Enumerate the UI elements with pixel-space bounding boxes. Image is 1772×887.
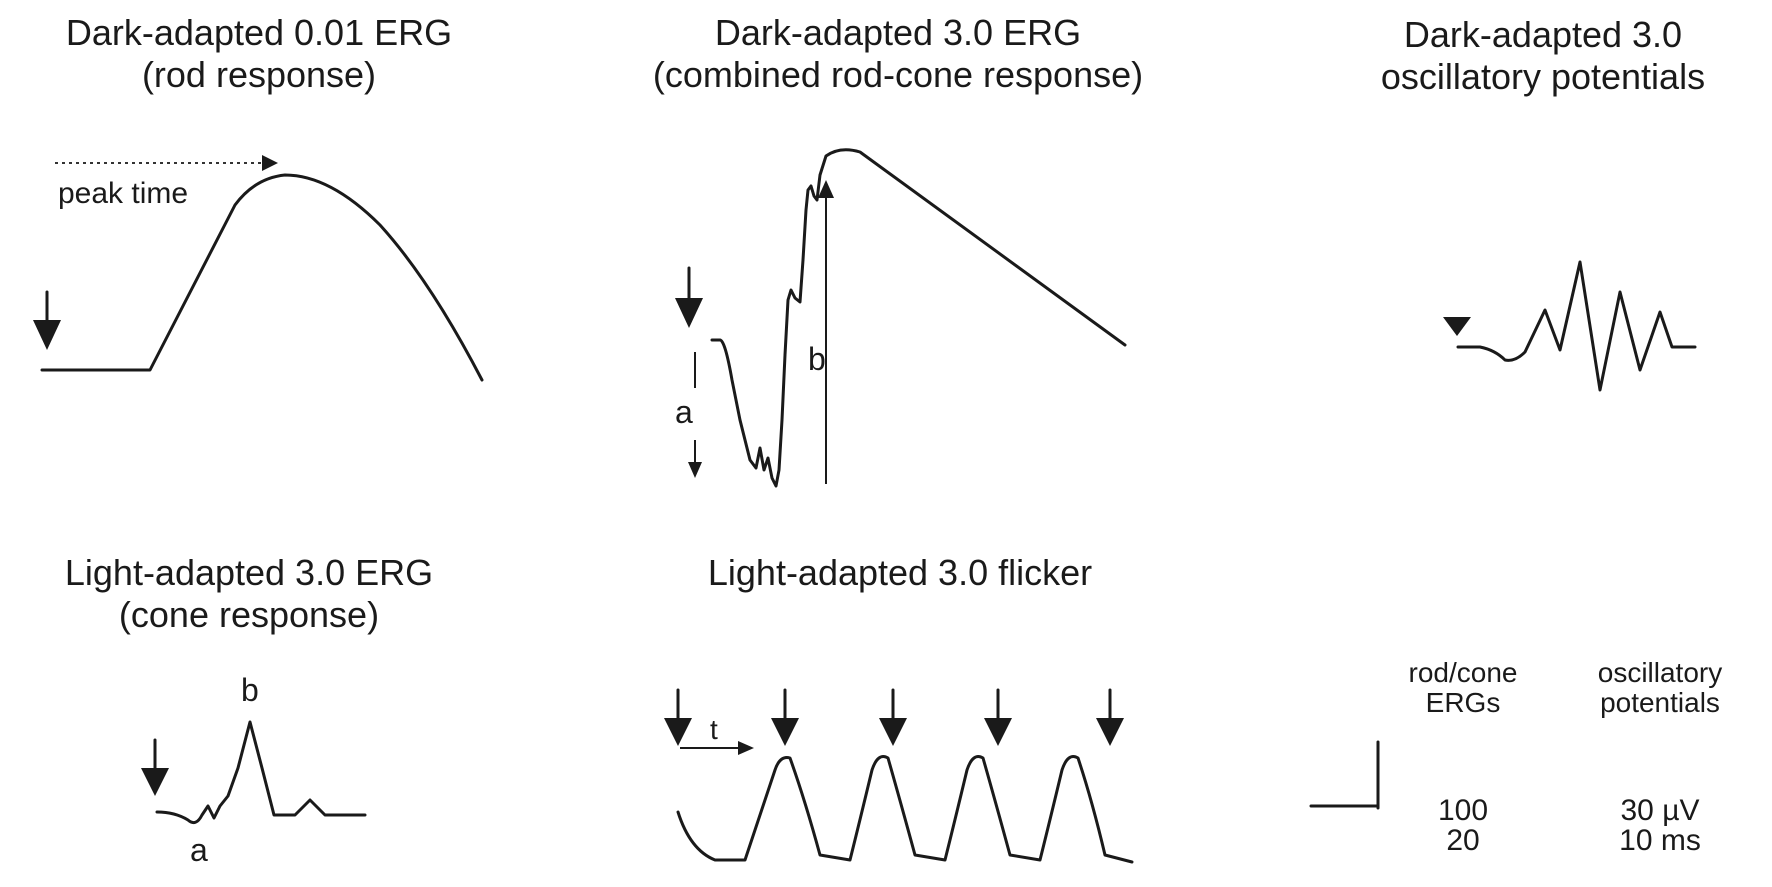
combined-title-line1: Dark-adapted 3.0 ERG	[714, 12, 1082, 53]
combined-title-line2: (combined rod-cone response)	[652, 54, 1144, 95]
stimulus-arrow-icon	[33, 290, 61, 350]
stimulus-arrow-icon	[1096, 688, 1124, 746]
stimulus-arrow-icon	[664, 688, 692, 746]
scale-col2-amplitude: 30 µV	[1620, 794, 1700, 827]
flicker-trace	[676, 755, 1134, 864]
scale-col2-header-line2: potentials	[1600, 687, 1720, 718]
stimulus-marker-icon	[1443, 317, 1471, 336]
scale-col1-amplitude: 100	[1437, 794, 1489, 827]
peak-time-arrow-icon	[55, 155, 278, 171]
cone-title: Light-adapted 3.0 ERG (cone response)	[4, 552, 494, 636]
flicker-title: Light-adapted 3.0 flicker	[707, 552, 1093, 593]
cone-response-panel	[141, 720, 367, 825]
stimulus-arrow-icon	[141, 738, 169, 796]
flicker-panel	[664, 688, 1134, 864]
ops-title-line2: oscillatory potentials	[1380, 56, 1706, 97]
rod-response-panel	[33, 155, 484, 382]
ops-title-line1: Dark-adapted 3.0	[1403, 14, 1683, 55]
scale-col1-header-line1: rod/cone	[1408, 657, 1518, 688]
combined-response-trace	[710, 148, 1127, 488]
cone-b-wave-label: b	[241, 672, 259, 708]
scale-bar-icon	[1309, 740, 1380, 810]
scale-col1-time: 20	[1446, 824, 1480, 857]
rod-title-line1: Dark-adapted 0.01 ERG	[65, 12, 453, 53]
stimulus-arrow-icon	[771, 688, 799, 746]
scale-col2-header: oscillatory potentials	[1560, 658, 1760, 718]
b-wave-label: b	[808, 341, 826, 377]
stimulus-arrow-icon	[879, 688, 907, 746]
a-wave-label: a	[675, 394, 693, 430]
scale-col2-header-line1: oscillatory	[1597, 657, 1723, 688]
b-wave-arrow-icon	[818, 180, 834, 484]
ops-title: Dark-adapted 3.0 oscillatory potentials	[1318, 14, 1768, 98]
scale-col2-values: 30 µV 10 ms	[1580, 796, 1740, 856]
rod-response-trace	[40, 173, 484, 382]
scale-col1-header: rod/cone ERGs	[1388, 658, 1538, 718]
a-wave-arrow-icon	[688, 352, 702, 478]
combined-title: Dark-adapted 3.0 ERG (combined rod-cone …	[568, 12, 1228, 96]
scale-col2-time: 10 ms	[1619, 824, 1701, 857]
peak-time-label: peak time	[58, 177, 189, 210]
cone-title-line2: (cone response)	[118, 594, 380, 635]
ops-panel	[1443, 260, 1697, 392]
rod-title: Dark-adapted 0.01 ERG (rod response)	[4, 12, 514, 96]
stimulus-arrow-icon	[984, 688, 1012, 746]
ops-trace	[1456, 260, 1697, 392]
combined-response-panel	[675, 148, 1127, 488]
scale-col1-header-line2: ERGs	[1425, 687, 1501, 718]
implicit-time-arrow-icon	[680, 741, 754, 755]
scale-col1-values: 100 20	[1408, 796, 1518, 856]
stimulus-arrow-icon	[675, 266, 703, 328]
cone-a-wave-label: a	[190, 832, 208, 868]
rod-title-line2: (rod response)	[141, 54, 377, 95]
cone-title-line1: Light-adapted 3.0 ERG	[64, 552, 434, 593]
implicit-time-label: t	[710, 714, 718, 745]
cone-response-trace	[155, 720, 367, 825]
